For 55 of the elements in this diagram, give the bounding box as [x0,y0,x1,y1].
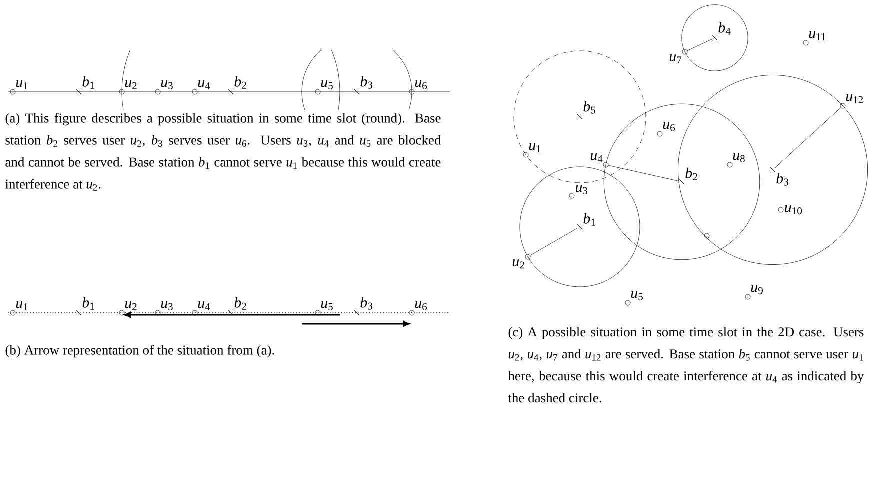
user-point: u$_{4}$ [590,153,609,168]
node-label: u$_{12}$ [846,94,864,104]
user-point: u$_{2}$ [119,301,137,316]
user-point: u$_{1}$ [10,301,28,316]
caption: (a) This figure describes a possible situation in some time slot (round). Base station b$_{2}$ serves user u$_{2}$, b$_{3}$ serves user u$_{6}$. Users u$_{3}$, u$_{4}$ and u$_{5}$ are blocked and cannot be served. Base station b$_{1}$ cannot serve u$_{1}$ because this would create interference at u$_{2}$. [6,113,442,191]
connector-line [687,38,713,52]
base-station: b$_{3}$ [354,297,372,316]
user-point: u$_{8}$ [727,153,745,168]
user-point: u$_{1}$ [10,80,28,95]
base-station: b$_{4}$ [712,22,731,41]
user-point: u$_{5}$ [625,291,643,306]
node-label: u$_{8}$ [733,153,745,162]
node-label: u$_{7}$ [670,54,682,64]
node-label: u$_{9}$ [751,285,763,294]
user-point: u$_{11}$ [803,31,826,46]
user-point: u$_{12}$ [840,94,864,109]
node-label: u$_{1}$ [529,143,541,152]
node-label: u$_{10}$ [785,205,802,215]
base-station: b$_{3}$ [770,167,788,186]
user-point: u$_{6}$ [657,122,676,137]
node-label: u$_{4}$ [590,153,603,162]
base-station: b$_{5}$ [577,101,596,120]
user-point: u$_{3}$ [569,185,588,199]
connector-line [775,108,842,168]
caption: (b) Arrow representation of the situation from (a). [6,345,274,358]
base-station: b$_{2}$ [679,168,698,185]
user-point: u$_{9}$ [745,285,763,300]
base-station: b$_{2}$ [228,297,246,316]
user-point: u$_{10}$ [778,205,802,215]
user-point: u$_{4}$ [192,80,210,95]
user-point: u$_{1}$ [523,143,541,158]
caption: (c) A possible situation in some time slot in the 2D case. Users u$_{2}$, u$_{4}$, u$_{7}$ and u$_{12}$ are served. Base station b$_{5}$ cannot serve user u$_{1}$ here, because this would create interference at u$_{4}$ as indicated by the dashed circle. [508,327,864,403]
user-point [704,233,710,239]
node-label: u$_{2}$ [512,260,524,269]
user-point: u$_{5}$ [315,301,333,316]
base-station: b$_{1}$ [76,297,94,316]
user-point: u$_{6}$ [409,301,428,316]
user-point: u$_{2}$ [119,80,137,95]
connector-line [530,228,578,256]
user-point: u$_{7}$ [670,49,688,64]
node-label: u$_{11}$ [809,31,826,40]
user-point: u$_{3}$ [155,80,173,95]
user-point: u$_{5}$ [315,80,333,95]
node-label: u$_{3}$ [576,185,588,194]
base-station: b$_{2}$ [228,76,246,95]
connector-line [608,165,680,182]
node-label: u$_{6}$ [663,122,676,132]
user-point: u$_{4}$ [192,301,210,316]
base-station: b$_{3}$ [354,76,372,95]
base-station: b$_{1}$ [577,213,596,230]
user-point: u$_{3}$ [155,301,173,316]
user-point: u$_{6}$ [409,80,428,95]
user-point: u$_{2}$ [512,254,531,269]
node-label: u$_{5}$ [631,291,643,300]
base-station: b$_{1}$ [76,76,94,95]
